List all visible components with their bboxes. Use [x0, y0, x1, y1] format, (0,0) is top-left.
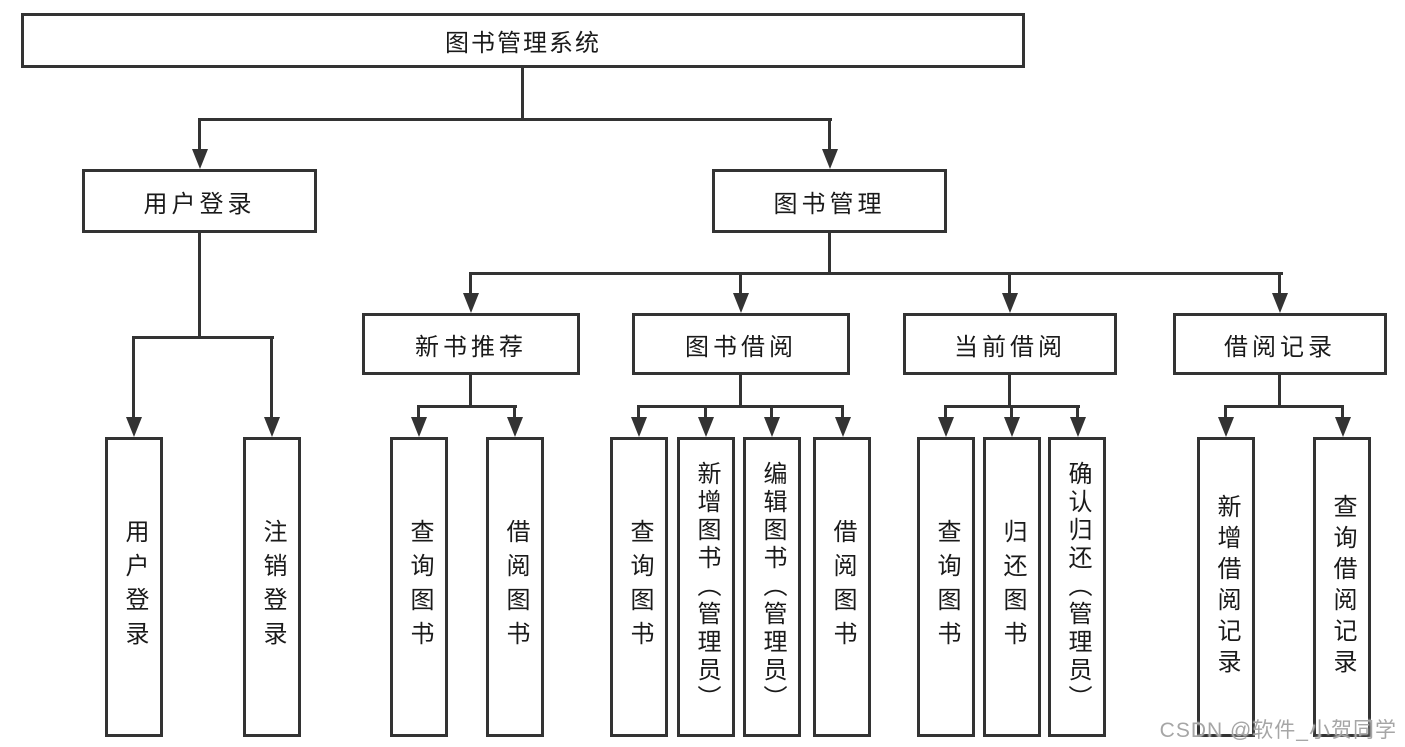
connector-section-stem: [469, 375, 472, 405]
connector-leaf-line: [1010, 405, 1013, 421]
leaf-edit-book-admin: 编辑图书（管理员）: [743, 437, 801, 737]
connector-root-stem: [521, 68, 524, 118]
leaf-add-book-admin: 新增图书（管理员）: [677, 437, 735, 737]
connector-leaf-line: [132, 336, 135, 421]
arrowhead-section: [463, 293, 479, 313]
connector-section-line: [739, 272, 742, 299]
leaf-query-books-3: 查询图书: [917, 437, 975, 737]
connector-section-stem: [739, 375, 742, 405]
connector-leaf-line: [1341, 405, 1344, 421]
connector-book-mgmt-stem: [828, 233, 831, 272]
connector-leaf-line: [1076, 405, 1079, 421]
arrowhead-section: [733, 293, 749, 313]
arrowhead-leaf: [1335, 417, 1351, 437]
leaf-query-books-1: 查询图书: [390, 437, 448, 737]
connector-section-line: [1278, 272, 1281, 299]
node-user-login: 用户登录: [82, 169, 317, 233]
leaf-return-book: 归还图书: [983, 437, 1041, 737]
connector-section-split: [417, 405, 517, 408]
leaf-borrow-books-1: 借阅图书: [486, 437, 544, 737]
connector-leaf-line: [513, 405, 516, 421]
arrowhead-leaf: [1070, 417, 1086, 437]
arrowhead-leaf: [631, 417, 647, 437]
leaf-query-borrow-record: 查询借阅记录: [1313, 437, 1371, 737]
connector-leaf-line: [637, 405, 640, 421]
connector-section-line: [469, 272, 472, 299]
node-current-borrowing: 当前借阅: [903, 313, 1117, 375]
connector-section-split: [637, 405, 844, 408]
connector-leaf-line: [841, 405, 844, 421]
connector-section-line: [1008, 272, 1011, 299]
leaf-user-login: 用户登录: [105, 437, 163, 737]
connector-leaf-line: [704, 405, 707, 421]
arrowhead-leaf: [698, 417, 714, 437]
connector-leaf-line: [770, 405, 773, 421]
arrowhead-leaf: [126, 417, 142, 437]
arrowhead-leaf: [764, 417, 780, 437]
leaf-add-borrow-record: 新增借阅记录: [1197, 437, 1255, 737]
arrowhead-section: [1002, 293, 1018, 313]
arrowhead-leaf: [835, 417, 851, 437]
connector-user-login-split: [132, 336, 274, 339]
leaf-borrow-books-2: 借阅图书: [813, 437, 871, 737]
connector-section-stem: [1278, 375, 1281, 405]
leaf-logout: 注销登录: [243, 437, 301, 737]
arrowhead-book-mgmt: [822, 149, 838, 169]
node-new-book-recommend: 新书推荐: [362, 313, 580, 375]
arrowhead-leaf: [507, 417, 523, 437]
connector-section-stem: [1008, 375, 1011, 405]
watermark: CSDN @软件_小贺同学: [1159, 719, 1397, 742]
arrowhead-leaf: [1004, 417, 1020, 437]
arrowhead-leaf: [411, 417, 427, 437]
connector-user-login-stem: [198, 233, 201, 336]
leaf-confirm-return-admin: 确认归还（管理员）: [1048, 437, 1106, 737]
arrowhead-leaf: [938, 417, 954, 437]
connector-to-book-mgmt: [828, 118, 831, 154]
arrowhead-leaf: [1218, 417, 1234, 437]
connector-leaf-line: [270, 336, 273, 421]
leaf-query-books-2: 查询图书: [610, 437, 668, 737]
connector-leaf-line: [417, 405, 420, 421]
connector-leaf-line: [944, 405, 947, 421]
node-book-borrowing: 图书借阅: [632, 313, 850, 375]
connector-to-user-login: [198, 118, 201, 154]
arrowhead-user-login: [192, 149, 208, 169]
node-library-system: 图书管理系统: [21, 13, 1025, 68]
connector-leaf-line: [1224, 405, 1227, 421]
arrowhead-section: [1272, 293, 1288, 313]
node-borrowing-records: 借阅记录: [1173, 313, 1387, 375]
connector-book-mgmt-split: [469, 272, 1283, 275]
node-book-management: 图书管理: [712, 169, 947, 233]
arrowhead-leaf: [264, 417, 280, 437]
connector-section-split: [1224, 405, 1344, 408]
connector-root-split: [198, 118, 832, 121]
